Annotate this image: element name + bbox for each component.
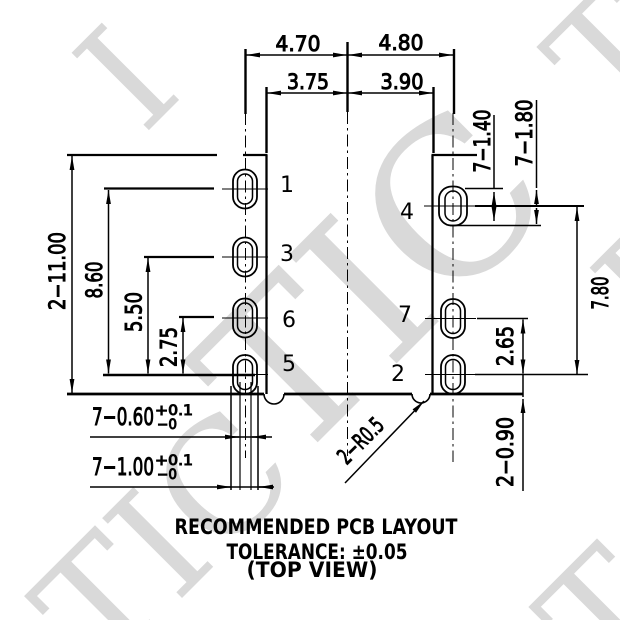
dim-7-1-00-tol-upper: +0.1 [155,453,193,469]
dim-2-75: 2.75 [157,318,186,374]
pad-label-5: 5 [282,352,296,377]
pad-label-6: 6 [282,308,296,333]
pad-6-outer [232,297,258,339]
left-dimensions: 2−11.00 8.60 5.50 2.75 [46,153,255,393]
dim-3-90-text: 3.90 [381,70,424,94]
title-line-3: (TOP VIEW) [247,558,378,582]
pad-3-inner [236,241,254,273]
dim-4-80: 4.80 [348,31,453,58]
dim-2-65-text: 2.65 [494,326,519,366]
notch-left-arc [263,393,285,405]
title-line-2: TOLERANCE: ±0.05 [227,540,408,564]
pad-label-4: 4 [400,200,414,225]
pad-1-outer [232,168,258,210]
pad-2-outer [440,354,466,395]
pad-label-7: 7 [398,303,412,328]
dim-7-1-00: 7−1.00 +0.1 −0 [90,453,274,490]
dim-7-1-80: 7−1.80 [513,99,539,224]
pad-6 [222,297,268,339]
dim-2-0-90: 2−0.90 [494,399,526,491]
dim-7-0-60-tol-lower: −0 [157,417,177,433]
dim-7-1-00-tol-lower: −0 [157,467,177,483]
pad-7-outer [440,298,466,339]
centerlines [245,112,454,462]
pads [222,168,479,395]
dim-2-0-90-text: 2−0.90 [494,417,519,487]
pad-7 [425,298,476,339]
dim-4-70-text: 4.70 [276,32,321,56]
dim-7-1-40: 7−1.40 [471,109,497,221]
dim-8-60-text: 8.60 [83,262,108,299]
notch-leader-line [344,400,425,484]
dim-7-1-80-text: 7−1.80 [513,100,538,167]
dim-7-0-60-text: 7−0.60 [92,403,154,431]
dim-2-65: 2.65 [494,319,526,397]
dim-7-80-text: 7.80 [589,277,614,310]
dim-8-60: 8.60 [83,190,111,374]
dim-5-50-text: 5.50 [123,292,148,332]
dim-5-50: 5.50 [122,258,151,374]
title-block: RECOMMENDED PCB LAYOUT TOLERANCE: ±0.05 … [175,515,459,582]
dim-7-1-00-text: 7−1.00 [92,453,154,481]
pad-1-inner [236,173,254,205]
pad-label-3: 3 [280,242,294,267]
title-line-1: RECOMMENDED PCB LAYOUT [175,515,459,539]
dim-3-75-text: 3.75 [287,70,329,94]
pad-3 [222,236,268,278]
pad-6-inner [236,302,254,334]
dim-4-80-text: 4.80 [379,31,424,55]
pad-7-inner [444,302,462,335]
pad-4-inner [444,190,462,222]
top-dimensions: 4.70 4.80 3.75 3.90 [244,31,456,153]
dim-3-90: 3.90 [348,70,433,96]
pad-2 [425,354,476,395]
dim-7-0-60-tol-upper: +0.1 [155,403,193,419]
pad-2-inner [444,358,462,391]
watermark-fragment-top-left: I [45,0,210,161]
dim-7-80: 7.80 [574,207,615,374]
watermark-fragment-bottom-right: T [507,517,620,620]
dim-2-11-00-text: 2−11.00 [46,232,71,310]
right-dimensions: 7−1.40 7−1.80 7.80 2.65 2−0.90 [450,99,615,491]
pad-label-2: 2 [391,362,405,387]
dim-7-1-40-text: 7−1.40 [471,110,496,173]
pad-label-1: 1 [280,173,294,198]
dim-2-11-00: 2−11.00 [46,156,75,393]
pad-3-outer [232,236,258,278]
dim-4-70: 4.70 [246,32,347,58]
pad-1 [222,168,268,210]
dim-3-75: 3.75 [267,70,347,96]
dim-2-75-text: 2.75 [158,327,183,367]
pad-number-labels: 1 3 6 5 4 7 2 [280,173,414,387]
component-outline [67,153,523,490]
dim-7-0-60: 7−0.60 +0.1 −0 [90,403,272,440]
